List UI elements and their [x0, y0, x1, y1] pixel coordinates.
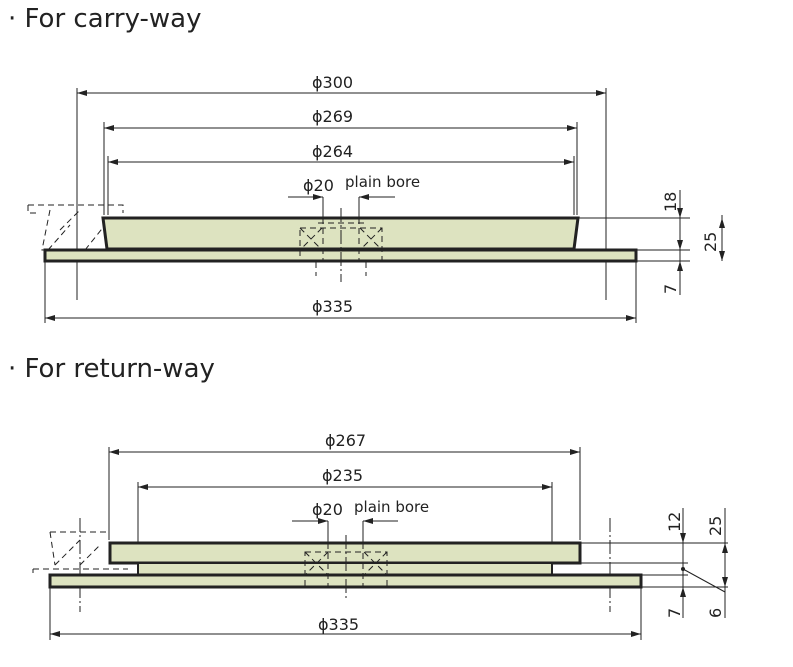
label-d235: ϕ235: [322, 466, 363, 485]
label-d267: ϕ267: [325, 431, 366, 450]
label-bore-note-2: plain bore: [354, 498, 429, 516]
label-bore-note: plain bore: [345, 173, 420, 191]
label-d300: ϕ300: [312, 73, 353, 92]
label-d264: ϕ264: [312, 142, 353, 161]
label-d335: ϕ335: [312, 297, 353, 316]
label-bore-2: ϕ20: [312, 500, 343, 519]
return-disc: [108, 541, 582, 565]
return-spacer: [137, 562, 553, 576]
carry-way-drawing: · For carry-way ϕ300 ϕ269 ϕ264 ϕ20 plain…: [8, 4, 725, 323]
label-bore: ϕ20: [303, 176, 334, 195]
label-h25: 25: [701, 232, 720, 252]
return-way-drawing: · For return-way ϕ267 ϕ235 ϕ20 plain bor…: [8, 354, 728, 640]
label-h18: 18: [661, 192, 680, 212]
label-h7: 7: [661, 284, 680, 294]
label-h12: 12: [665, 512, 684, 532]
label-d269: ϕ269: [312, 107, 353, 126]
label-h25-2: 25: [706, 516, 725, 536]
label-d335-2: ϕ335: [318, 615, 359, 634]
carry-way-heading: · For carry-way: [8, 4, 201, 34]
label-h6: 6: [706, 608, 725, 618]
label-h7-2: 7: [665, 608, 684, 618]
return-way-heading: · For return-way: [8, 354, 215, 384]
